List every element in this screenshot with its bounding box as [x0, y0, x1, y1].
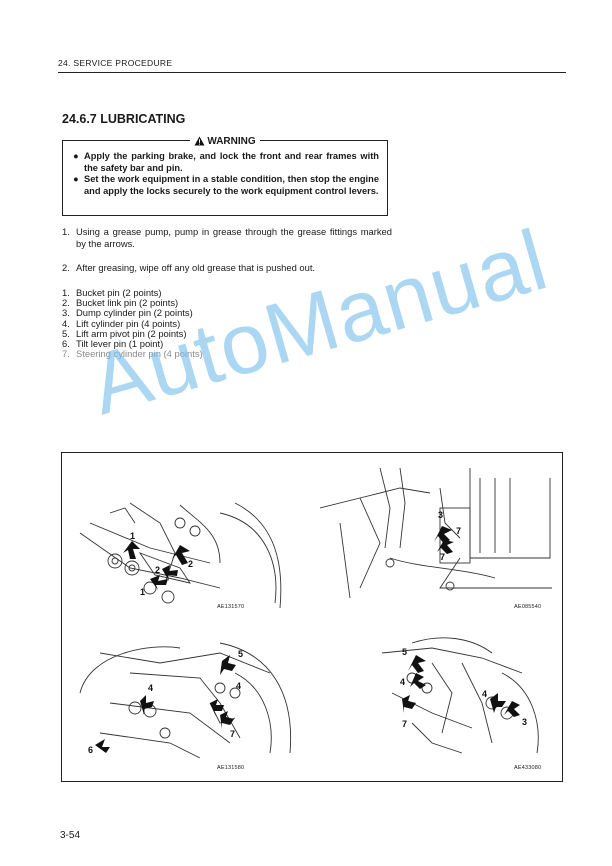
callout-label: 6	[88, 745, 93, 755]
grease-arrow-icon	[123, 541, 190, 590]
callout-label: 7	[402, 719, 407, 729]
callout-label: 7	[440, 552, 445, 562]
list-item: 7.Steering cylinder pin (4 points)	[62, 348, 203, 360]
callout-label: 1	[140, 587, 145, 597]
page-header: 24. SERVICE PROCEDURE	[58, 58, 566, 73]
section-title: 24.6.7 LUBRICATING	[62, 112, 186, 126]
callout-label: 2	[155, 565, 160, 575]
page-number: 3-54	[60, 830, 81, 841]
figure-dump-cylinder: 3 7 7	[320, 468, 552, 608]
callout-label: 3	[522, 717, 527, 727]
warning-triangle-icon	[194, 136, 205, 146]
bullet-icon: ●	[73, 151, 79, 161]
warning-header: WARNING	[63, 133, 387, 151]
figure-code: AE085540	[514, 604, 542, 610]
callout-label: 4	[236, 681, 241, 691]
callout-label: 5	[238, 649, 243, 659]
warning-item: ●Apply the parking brake, and lock the f…	[73, 151, 379, 173]
callout-label: 7	[230, 729, 235, 739]
warning-box: WARNING ●Apply the parking brake, and lo…	[62, 135, 388, 216]
lubrication-figure: 1 2 2 1 AE131570 3 7 7	[61, 452, 563, 782]
list-item: 5.Lift arm pivot pin (2 points)	[62, 327, 187, 339]
list-item: 2.Bucket link pin (2 points)	[62, 297, 179, 309]
figure-code: AE433080	[514, 765, 542, 771]
grease-arrow-icon	[402, 655, 520, 717]
header-title: 24. SERVICE PROCEDURE	[58, 58, 173, 68]
list-item: 6.Tilt lever pin (1 point)	[62, 338, 164, 350]
callout-label: 4	[148, 683, 153, 693]
callout-label: 1	[130, 531, 135, 541]
grease-arrow-icon	[434, 526, 454, 554]
step-item: 2.After greasing, wipe off any old greas…	[62, 262, 316, 274]
bullet-icon: ●	[73, 174, 79, 184]
callout-label: 5	[402, 647, 407, 657]
grease-arrow-icon	[95, 655, 236, 753]
procedure-steps: 1.Using a grease pump, pump in grease th…	[62, 226, 392, 287]
callout-label: 2	[188, 559, 193, 569]
figure-lift-cylinder: 5 4 4 7 3	[372, 633, 552, 758]
warning-item: ●Set the work equipment in a stable cond…	[73, 174, 379, 196]
warning-list: ●Apply the parking brake, and lock the f…	[63, 141, 387, 197]
list-item: 1.Bucket pin (2 points)	[62, 287, 162, 298]
list-item: 3.Dump cylinder pin (2 points)	[62, 307, 193, 319]
callout-label: 7	[456, 526, 461, 536]
list-item: 4.Lift cylinder pin (4 points)	[62, 317, 181, 329]
figure-lift-arm: 5 4 4 7 6	[70, 633, 300, 758]
step-item: 1.Using a grease pump, pump in grease th…	[62, 226, 392, 249]
callout-label: 4	[482, 689, 487, 699]
warning-label: WARNING	[207, 135, 256, 147]
figure-bucket-pins: 1 2 2 1	[70, 493, 285, 613]
callout-label: 4	[400, 677, 405, 687]
callout-label: 3	[438, 510, 443, 520]
greasing-points-list: 1.Bucket pin (2 points) 2.Bucket link pi…	[62, 287, 203, 360]
figure-code: AE131570	[217, 604, 245, 610]
figure-code: AE131580	[217, 765, 245, 771]
